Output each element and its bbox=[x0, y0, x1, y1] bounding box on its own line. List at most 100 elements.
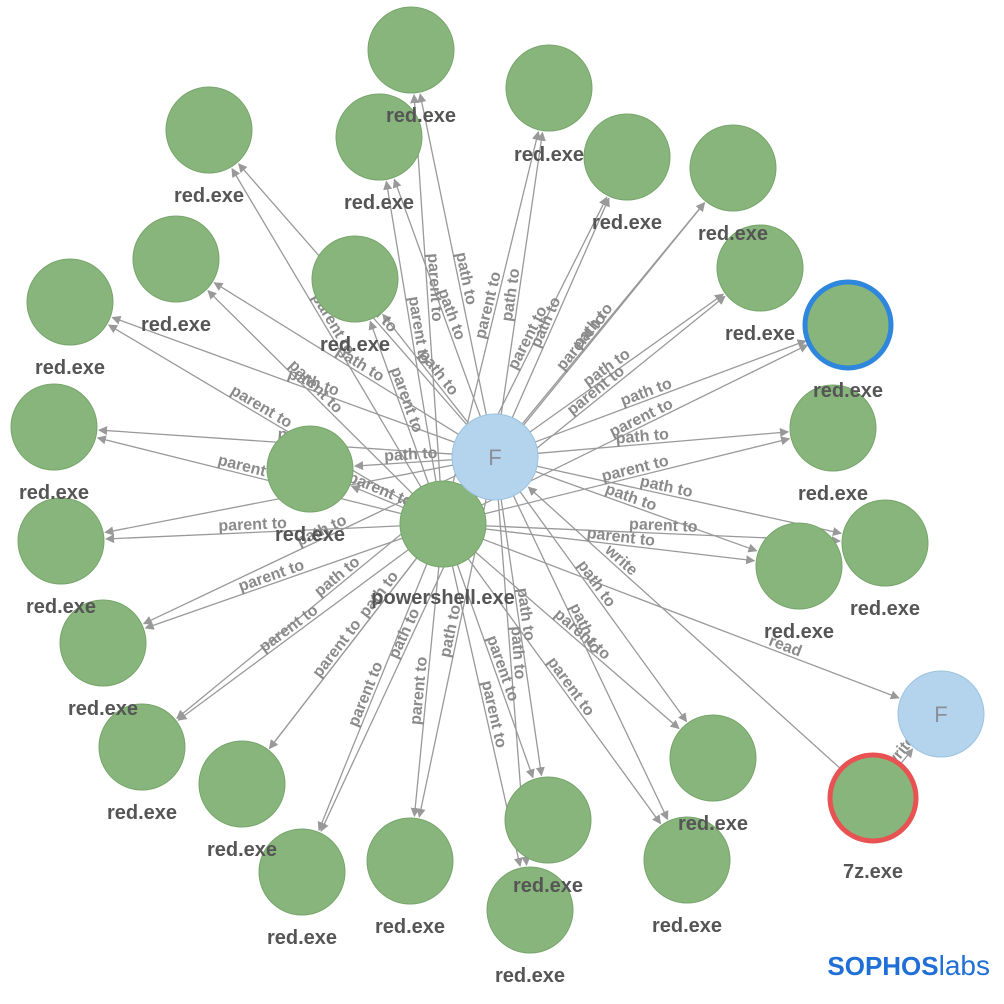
process-node-21[interactable] bbox=[258, 828, 346, 916]
parent-22-edge bbox=[410, 566, 440, 818]
process-node-3[interactable] bbox=[335, 93, 423, 181]
file-node-write[interactable] bbox=[897, 670, 985, 758]
process-node-22[interactable] bbox=[366, 817, 454, 905]
process-node-6[interactable] bbox=[132, 215, 220, 303]
file-write-letter: F bbox=[934, 702, 947, 727]
process-node-25[interactable] bbox=[643, 816, 731, 904]
process-node-16[interactable] bbox=[755, 522, 843, 610]
process-label-0: red.exe bbox=[386, 105, 456, 127]
parent-10-edge-label: parent to bbox=[227, 382, 295, 432]
parent-1-edge-label: parent to bbox=[472, 270, 505, 341]
process-node-10[interactable] bbox=[26, 258, 114, 346]
powershell-node[interactable] bbox=[399, 480, 487, 568]
edge-layer bbox=[96, 93, 914, 867]
process-label-18: red.exe bbox=[107, 802, 177, 824]
process-node-20[interactable] bbox=[198, 740, 286, 828]
parent-0-edge-label: parent to bbox=[424, 253, 446, 323]
path-17-edge bbox=[142, 474, 457, 625]
process-node-23[interactable] bbox=[504, 776, 592, 864]
process-label-16: red.exe bbox=[764, 621, 834, 643]
parent-25-edge bbox=[467, 558, 662, 825]
parent-9-edge bbox=[481, 344, 809, 506]
process-node-24[interactable] bbox=[486, 866, 574, 954]
parent-10-edge bbox=[107, 324, 407, 503]
sevenz-label: 7z.exe bbox=[843, 861, 903, 883]
process-label-4: red.exe bbox=[592, 212, 662, 234]
parent-6-edge bbox=[207, 290, 413, 495]
sophoslabs-logo: SOPHOSlabs bbox=[827, 950, 990, 982]
parent-20-edge-label: parent to bbox=[310, 616, 365, 681]
path-19-edge bbox=[519, 491, 688, 723]
path-7-edge bbox=[382, 313, 469, 424]
parent-17-edge bbox=[144, 537, 403, 630]
process-label-2: red.exe bbox=[174, 185, 244, 207]
parent-18-edge-label: parent to bbox=[256, 602, 321, 657]
process-node-12[interactable] bbox=[10, 383, 98, 471]
process-label-20: red.exe bbox=[207, 839, 277, 861]
process-node-15[interactable] bbox=[841, 499, 929, 587]
path-11-edge-label: path to bbox=[615, 426, 670, 448]
process-node-11[interactable] bbox=[789, 384, 877, 472]
path-11-edge bbox=[537, 428, 790, 454]
parent-11-edge bbox=[484, 436, 791, 515]
path-9-edge bbox=[535, 339, 807, 443]
process-label-1: red.exe bbox=[514, 144, 584, 166]
node-label-layer: red.exe red.exe red.exe red.exe red.exe red.e… bbox=[19, 105, 948, 987]
path-13-edge-label: path to bbox=[384, 445, 439, 465]
path-1-edge bbox=[500, 131, 546, 415]
logo-brand: SOPHOS bbox=[827, 951, 939, 981]
process-node-1[interactable] bbox=[505, 44, 593, 132]
process-node-14[interactable] bbox=[17, 497, 105, 585]
process-node-2[interactable] bbox=[165, 86, 253, 174]
process-node-19[interactable] bbox=[669, 714, 757, 802]
path-5-edge bbox=[521, 202, 705, 425]
process-node-7[interactable] bbox=[311, 235, 399, 323]
path-22-edge-label: path to bbox=[437, 603, 465, 659]
path-3-edge bbox=[392, 178, 481, 417]
process-node-8[interactable] bbox=[716, 224, 804, 312]
parent-0-edge bbox=[410, 93, 441, 482]
process-node-13[interactable] bbox=[266, 425, 354, 513]
process-label-22: red.exe bbox=[375, 916, 445, 938]
process-node-4[interactable] bbox=[583, 113, 671, 201]
parent-22-edge-label: parent to bbox=[407, 656, 431, 726]
sevenz-node[interactable] bbox=[827, 752, 919, 844]
process-label-3: red.exe bbox=[344, 192, 414, 214]
process-node-18[interactable] bbox=[98, 703, 186, 791]
parent-21-edge-label: parent to bbox=[345, 659, 387, 729]
path-21-edge-label: path to bbox=[386, 606, 424, 662]
parent-23-edge bbox=[456, 564, 535, 779]
process-node-0[interactable] bbox=[367, 6, 455, 94]
parent-19-edge bbox=[475, 551, 680, 730]
read-edge bbox=[482, 538, 900, 700]
process-node-17[interactable] bbox=[59, 599, 147, 687]
parent-18-edge bbox=[177, 549, 409, 721]
parent-25-edge-label: parent to bbox=[543, 654, 597, 720]
process-label-9: red.exe bbox=[813, 380, 883, 402]
parent-2-edge bbox=[231, 167, 422, 488]
process-node-5[interactable] bbox=[689, 124, 777, 212]
parent-3-edge bbox=[383, 180, 437, 482]
process-label-10: red.exe bbox=[35, 357, 105, 379]
process-label-23: red.exe bbox=[513, 875, 583, 897]
process-label-5: red.exe bbox=[698, 223, 768, 245]
process-label-24: red.exe bbox=[495, 965, 565, 987]
process-label-6: red.exe bbox=[141, 314, 211, 336]
parent-7-edge-label: parent to bbox=[387, 365, 426, 435]
process-label-25: red.exe bbox=[652, 915, 722, 937]
process-label-17: red.exe bbox=[68, 698, 138, 720]
powershell-label: powershell.exe bbox=[371, 587, 514, 609]
path-0-edge-label: path to bbox=[452, 251, 480, 307]
path-24-edge-label: path to bbox=[507, 625, 528, 680]
logo-suffix: labs bbox=[938, 950, 990, 981]
path-16-edge bbox=[535, 470, 758, 553]
process-node-9[interactable] bbox=[802, 279, 894, 371]
path-6-edge bbox=[213, 282, 459, 435]
file-node-hub[interactable] bbox=[451, 413, 539, 501]
parent-21-edge bbox=[317, 563, 428, 832]
parent-7-edge bbox=[368, 320, 430, 484]
process-label-11: red.exe bbox=[798, 483, 868, 505]
path-4-edge bbox=[511, 197, 610, 418]
path-25-edge bbox=[512, 495, 669, 821]
